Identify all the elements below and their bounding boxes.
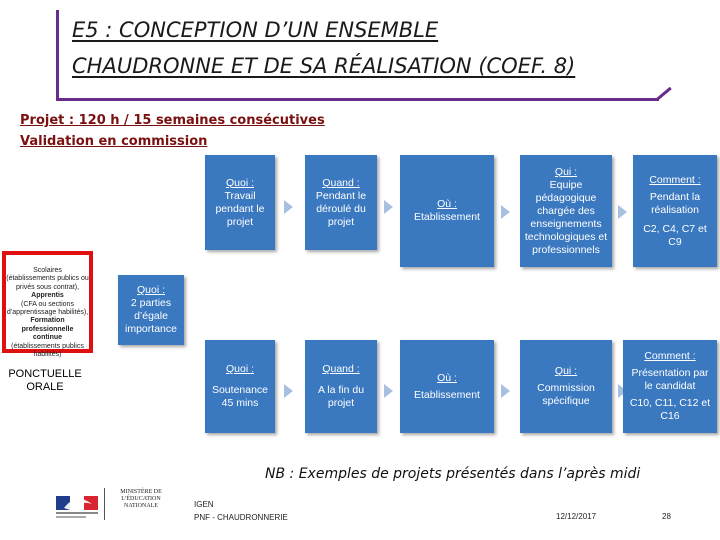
- candidate-line: habilités): [33, 351, 62, 359]
- ponctuelle-orale-label: PONCTUELLE ORALE: [8, 368, 82, 393]
- candidate-line: Apprentis: [31, 292, 64, 300]
- middle-quoi-head: Quoi :: [136, 284, 165, 296]
- arrow-right-icon: [501, 384, 510, 398]
- candidate-line: (CFA ou sections: [21, 300, 74, 308]
- row2-ou-box: Où : Etablissement: [400, 340, 494, 433]
- footer-date: 12/12/2017: [556, 512, 597, 521]
- row1-quoi-head: Quoi :: [225, 176, 254, 189]
- row2-quand-text: A la fin du projet: [317, 384, 365, 409]
- candidate-line: Formation professionnelle: [21, 317, 74, 333]
- row1-ou-text: Etablissement: [414, 211, 480, 223]
- page-title-line1: E5 : CONCEPTION D’UN ENSEMBLE: [72, 18, 439, 42]
- arrow-right-icon: [618, 205, 627, 219]
- row1-quand-text: Pendant le déroulé du projet: [315, 189, 367, 228]
- row2-comment-text: Présentation par le candidat: [631, 367, 709, 392]
- row2-comment-skills: C10, C11, C12 et C16: [629, 397, 711, 422]
- candidate-line: Scolaires: [33, 267, 62, 274]
- row2-ou-text: Etablissement: [414, 388, 480, 401]
- footer-divider: [104, 488, 105, 520]
- arrow-right-icon: [384, 200, 393, 214]
- row1-comment-skills: C2, C4, C7 et C9: [643, 222, 707, 248]
- row2-quoi-box: Quoi : Soutenance 45 mins: [205, 340, 275, 433]
- validation-mode: Validation en commission: [20, 134, 208, 149]
- row1-quand-head: Quand :: [322, 176, 360, 189]
- candidate-line: (établissements publics: [11, 342, 84, 350]
- ministry-name: MINISTÈRE DE L’ÉDUCATION NATIONALE: [120, 489, 162, 509]
- footer-org: IGEN: [194, 500, 214, 509]
- row1-quoi-text: Travail pendant le projet: [215, 189, 265, 228]
- row2-quoi-text: Soutenance 45 mins: [211, 384, 269, 409]
- page-number: 28: [662, 512, 671, 521]
- row2-comment-box: Comment : Présentation par le candidat C…: [623, 340, 717, 433]
- candidate-line: (établissements publics ou: [6, 275, 89, 283]
- arrow-right-icon: [501, 205, 510, 219]
- candidate-types-frame: Scolaires (établissements publics ou pri…: [2, 251, 93, 358]
- row1-qui-head: Qui :: [554, 165, 578, 178]
- row1-comment-text: Pendant la réalisation: [649, 190, 701, 216]
- row1-comment-box: Comment : Pendant la réalisation C2, C4,…: [633, 155, 717, 267]
- row2-quand-head: Quand :: [322, 363, 360, 375]
- row1-qui-text: Equipe pédagogique chargée des enseignem…: [524, 178, 608, 256]
- middle-quoi-text: 2 parties d’égale importance: [125, 297, 177, 335]
- row2-qui-text: Commission spécifique: [537, 382, 595, 407]
- project-duration: Projet : 120 h / 15 semaines consécutive…: [20, 113, 325, 128]
- row1-quand-box: Quand : Pendant le déroulé du projet: [305, 155, 377, 250]
- row2-ou-head: Où :: [437, 371, 457, 384]
- arrow-right-icon: [284, 384, 293, 398]
- candidate-line: d’apprentissage habilités),: [6, 309, 89, 317]
- footer-event: PNF - CHAUDRONNERIE: [194, 513, 288, 522]
- nb-note: NB : Exemples de projets présentés dans …: [265, 466, 641, 482]
- middle-quoi-box: Quoi : 2 parties d’égale importance: [118, 275, 184, 345]
- row1-ou-head: Où :: [437, 198, 457, 210]
- row1-qui-box: Qui : Equipe pédagogique chargée des ens…: [520, 155, 612, 267]
- title-frame: [56, 10, 672, 101]
- row2-quoi-head: Quoi :: [225, 363, 254, 375]
- candidate-line: continue: [32, 334, 63, 342]
- republique-francaise-logo-icon: [56, 496, 98, 518]
- row2-quand-box: Quand : A la fin du projet: [305, 340, 377, 433]
- candidate-types-list: Scolaires (établissements publics ou pri…: [6, 255, 89, 359]
- candidate-line: privés sous contrat),: [15, 283, 80, 291]
- arrow-right-icon: [618, 384, 627, 398]
- page-title-line2: CHAUDRONNE ET DE SA RÉALISATION (COEF. 8…: [72, 54, 576, 78]
- row1-quoi-box: Quoi : Travail pendant le projet: [205, 155, 275, 250]
- row2-qui-box: Qui : Commission spécifique: [520, 340, 612, 433]
- arrow-right-icon: [384, 384, 393, 398]
- row1-ou-box: Où : Etablissement: [400, 155, 494, 267]
- row2-qui-head: Qui :: [554, 365, 578, 377]
- row2-comment-head: Comment :: [644, 350, 696, 362]
- arrow-right-icon: [284, 200, 293, 214]
- row1-comment-head: Comment :: [649, 173, 701, 186]
